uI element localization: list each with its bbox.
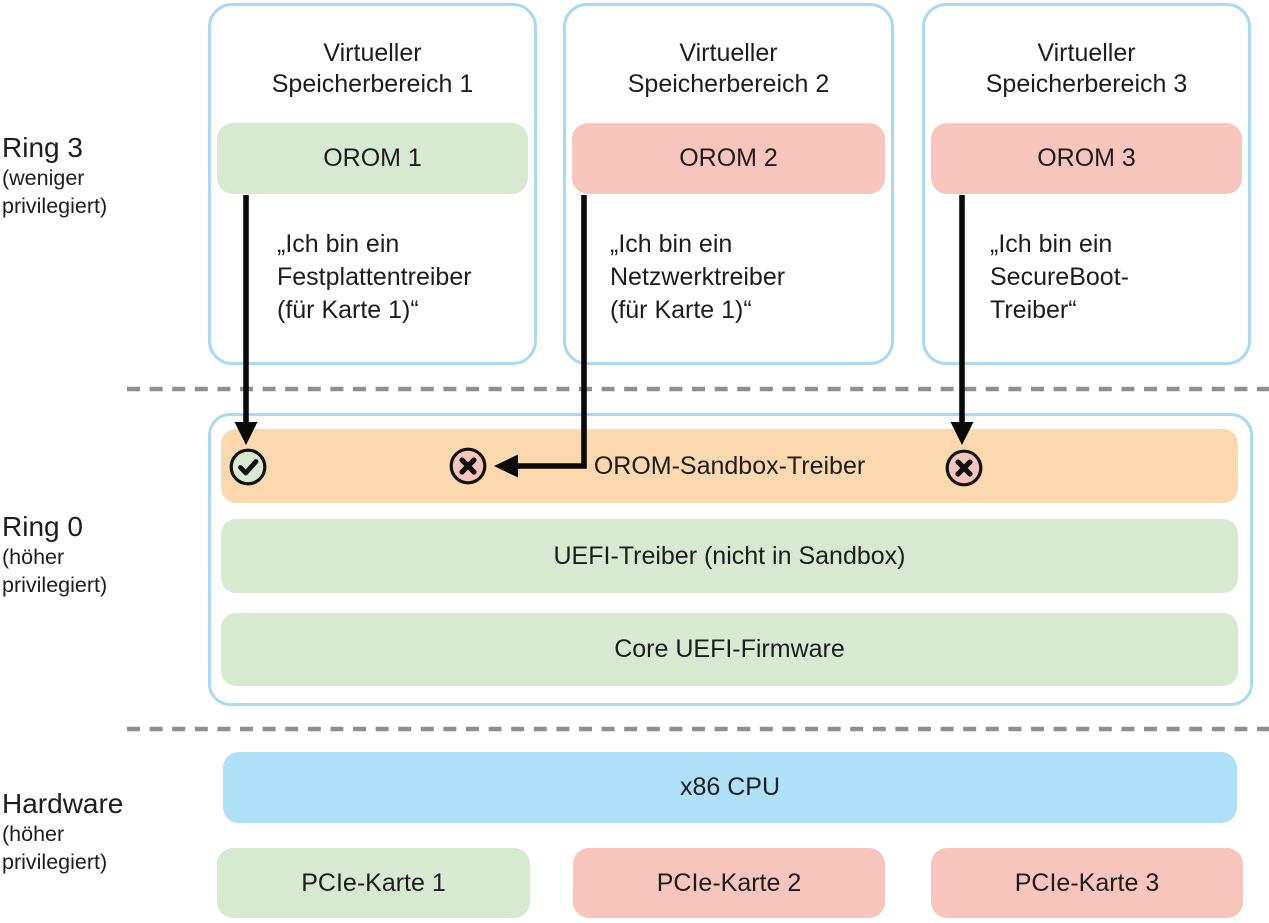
card-title-line1: Virtueller [323,39,422,67]
x86-cpu-bar: x86 CPU [223,752,1237,823]
cross-circle-icon [448,446,488,486]
hardware-subtitle-line2: privilegiert) [2,849,108,874]
hardware-title: Hardware [2,788,124,819]
virtual-memory-card-1: Virtueller Speicherbereich 1 OROM 1 „Ich… [208,3,537,365]
ring0-subtitle-line2: privilegiert) [2,572,108,597]
virtual-memory-card-2: Virtueller Speicherbereich 2 OROM 2 „Ich… [563,3,894,365]
orom-badge-3: OROM 3 [931,123,1242,194]
hardware-subtitle-line1: (höher [2,822,65,846]
card-title-line2: Speicherbereich 1 [271,70,474,98]
ring0-subtitle-line1: (höher [2,545,65,569]
card-title-line2: Speicherbereich 3 [985,70,1188,98]
core-uefi-firmware-bar: Core UEFI-Firmware [221,613,1238,686]
pcie-card-3: PCIe-Karte 3 [931,848,1243,918]
hardware-label: Hardware (höher privilegiert) [2,786,197,876]
card-title: Virtueller Speicherbereich 3 [925,38,1248,100]
orom-sandbox-driver-bar: OROM-Sandbox-Treiber [221,429,1238,503]
ring3-subtitle-line2: privilegiert) [2,193,108,218]
ring3-subtitle-line1: (weniger [2,166,85,190]
card-title: Virtueller Speicherbereich 1 [211,38,534,100]
orom-claim-text: „Ich bin ein SecureBoot- Treiber“ [990,230,1129,324]
ring0-title: Ring 0 [2,511,83,542]
ring3-title: Ring 3 [2,132,83,163]
cross-circle-icon [944,448,984,488]
uefi-driver-bar: UEFI-Treiber (nicht in Sandbox) [221,519,1238,593]
pcie-card-2: PCIe-Karte 2 [573,848,885,918]
ring0-label: Ring 0 (höher privilegiert) [2,509,197,599]
virtual-memory-card-3: Virtueller Speicherbereich 3 OROM 3 „Ich… [922,3,1251,365]
ring3-label: Ring 3 (weniger privilegiert) [2,130,197,220]
orom-claim-text: „Ich bin ein Netzwerktreiber (für Karte … [610,230,786,324]
card-title-line1: Virtueller [679,39,778,67]
card-title: Virtueller Speicherbereich 2 [566,38,891,100]
orom-claim-text: „Ich bin ein Festplattentreiber (für Kar… [277,230,472,324]
card-title-line2: Speicherbereich 2 [627,70,830,98]
pcie-card-1: PCIe-Karte 1 [217,848,530,918]
orom-badge-1: OROM 1 [217,123,528,194]
orom-badge-2: OROM 2 [572,123,885,194]
card-title-line1: Virtueller [1037,39,1136,67]
check-circle-icon [228,447,268,487]
